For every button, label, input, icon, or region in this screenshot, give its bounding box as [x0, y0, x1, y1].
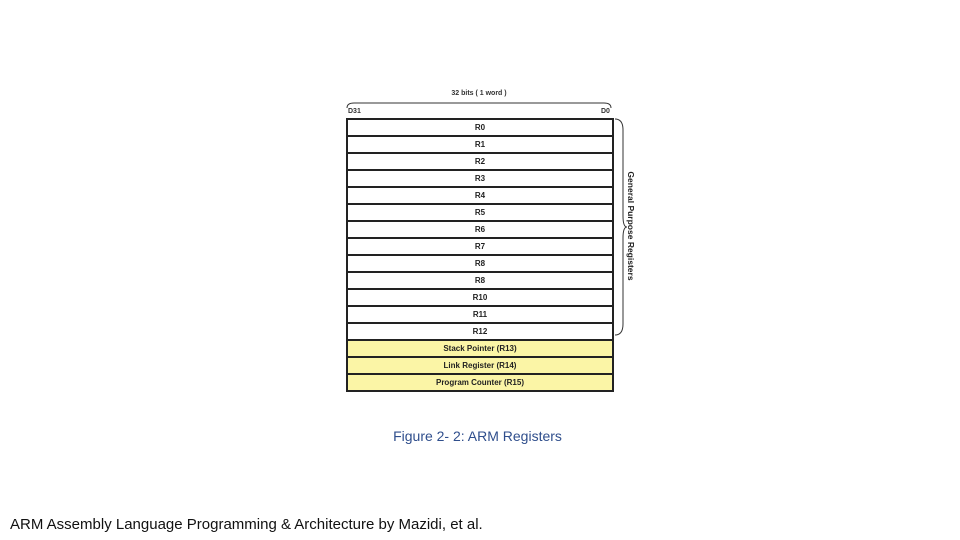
register-row: R11 — [348, 307, 612, 324]
register-row: R12 — [348, 324, 612, 341]
register-row: R4 — [348, 188, 612, 205]
register-row: R5 — [348, 205, 612, 222]
register-row: Stack Pointer (R13) — [348, 341, 612, 358]
figure-caption: Figure 2- 2: ARM Registers — [393, 428, 562, 444]
lsb-bit-label: D0 — [601, 108, 610, 115]
register-row: R0 — [348, 120, 612, 137]
register-row: R1 — [348, 137, 612, 154]
register-row: R8 — [348, 273, 612, 290]
register-row: R3 — [348, 171, 612, 188]
register-row: R7 — [348, 239, 612, 256]
general-purpose-registers-label: General Purpose Registers — [626, 171, 636, 281]
register-row: Program Counter (R15) — [348, 375, 612, 392]
register-row: R6 — [348, 222, 612, 239]
register-row: R2 — [348, 154, 612, 171]
word-width-bracket — [346, 102, 612, 109]
msb-bit-label: D31 — [348, 108, 361, 115]
register-row: Link Register (R14) — [348, 358, 612, 375]
source-citation: ARM Assembly Language Programming & Arch… — [10, 516, 483, 533]
general-purpose-brace — [614, 118, 628, 336]
register-row: R8 — [348, 256, 612, 273]
register-row: R10 — [348, 290, 612, 307]
word-width-label: 32 bits ( 1 word ) — [451, 90, 507, 97]
